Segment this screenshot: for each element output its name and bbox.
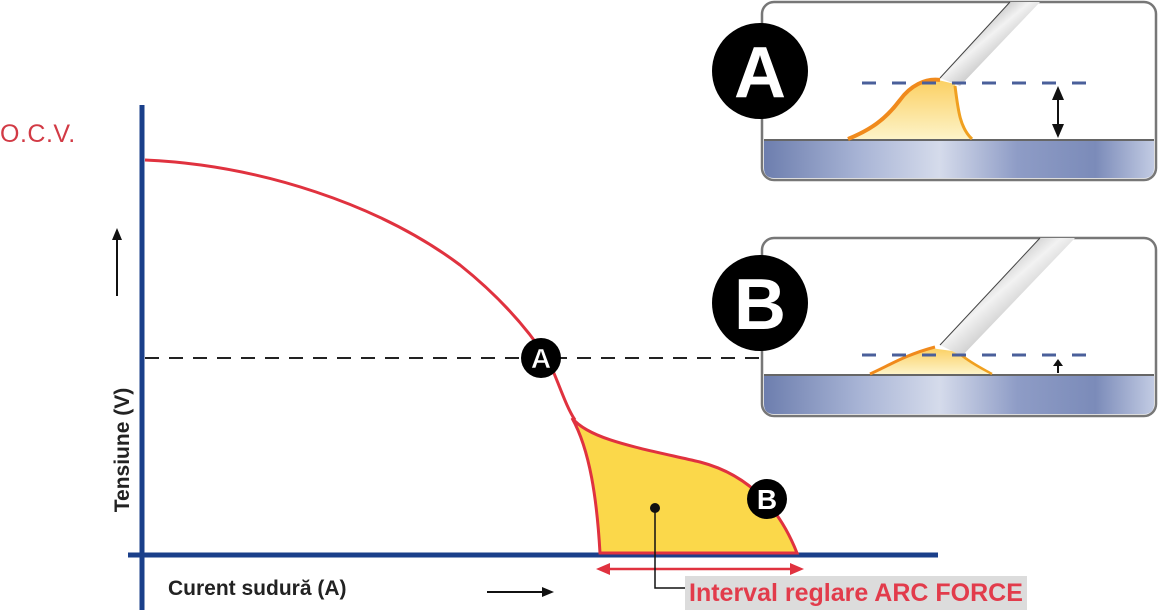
- y-axis-arrow-icon: [112, 228, 122, 296]
- inset-a-label: A: [734, 33, 786, 113]
- x-axis-arrow-icon: [487, 587, 554, 597]
- point-a-label: A: [531, 343, 551, 374]
- inset-b-label: B: [734, 265, 786, 345]
- point-a-badge: A: [521, 338, 561, 378]
- y-axis-label: Tensiune (V): [111, 387, 134, 513]
- point-b-label: B: [757, 484, 777, 515]
- x-axis-label: Curent sudură (A): [168, 577, 347, 600]
- voltage-current-curve: [144, 158, 577, 421]
- point-b-badge: B: [747, 479, 787, 519]
- arc-force-range-arrow: [596, 563, 804, 575]
- inset-a: A: [712, 0, 1158, 182]
- ocv-label: O.C.V.: [0, 120, 76, 148]
- range-leader-line: [650, 503, 685, 589]
- arc-force-range-label: Interval reglare ARC FORCE: [685, 576, 1027, 610]
- inset-b: B: [712, 236, 1158, 418]
